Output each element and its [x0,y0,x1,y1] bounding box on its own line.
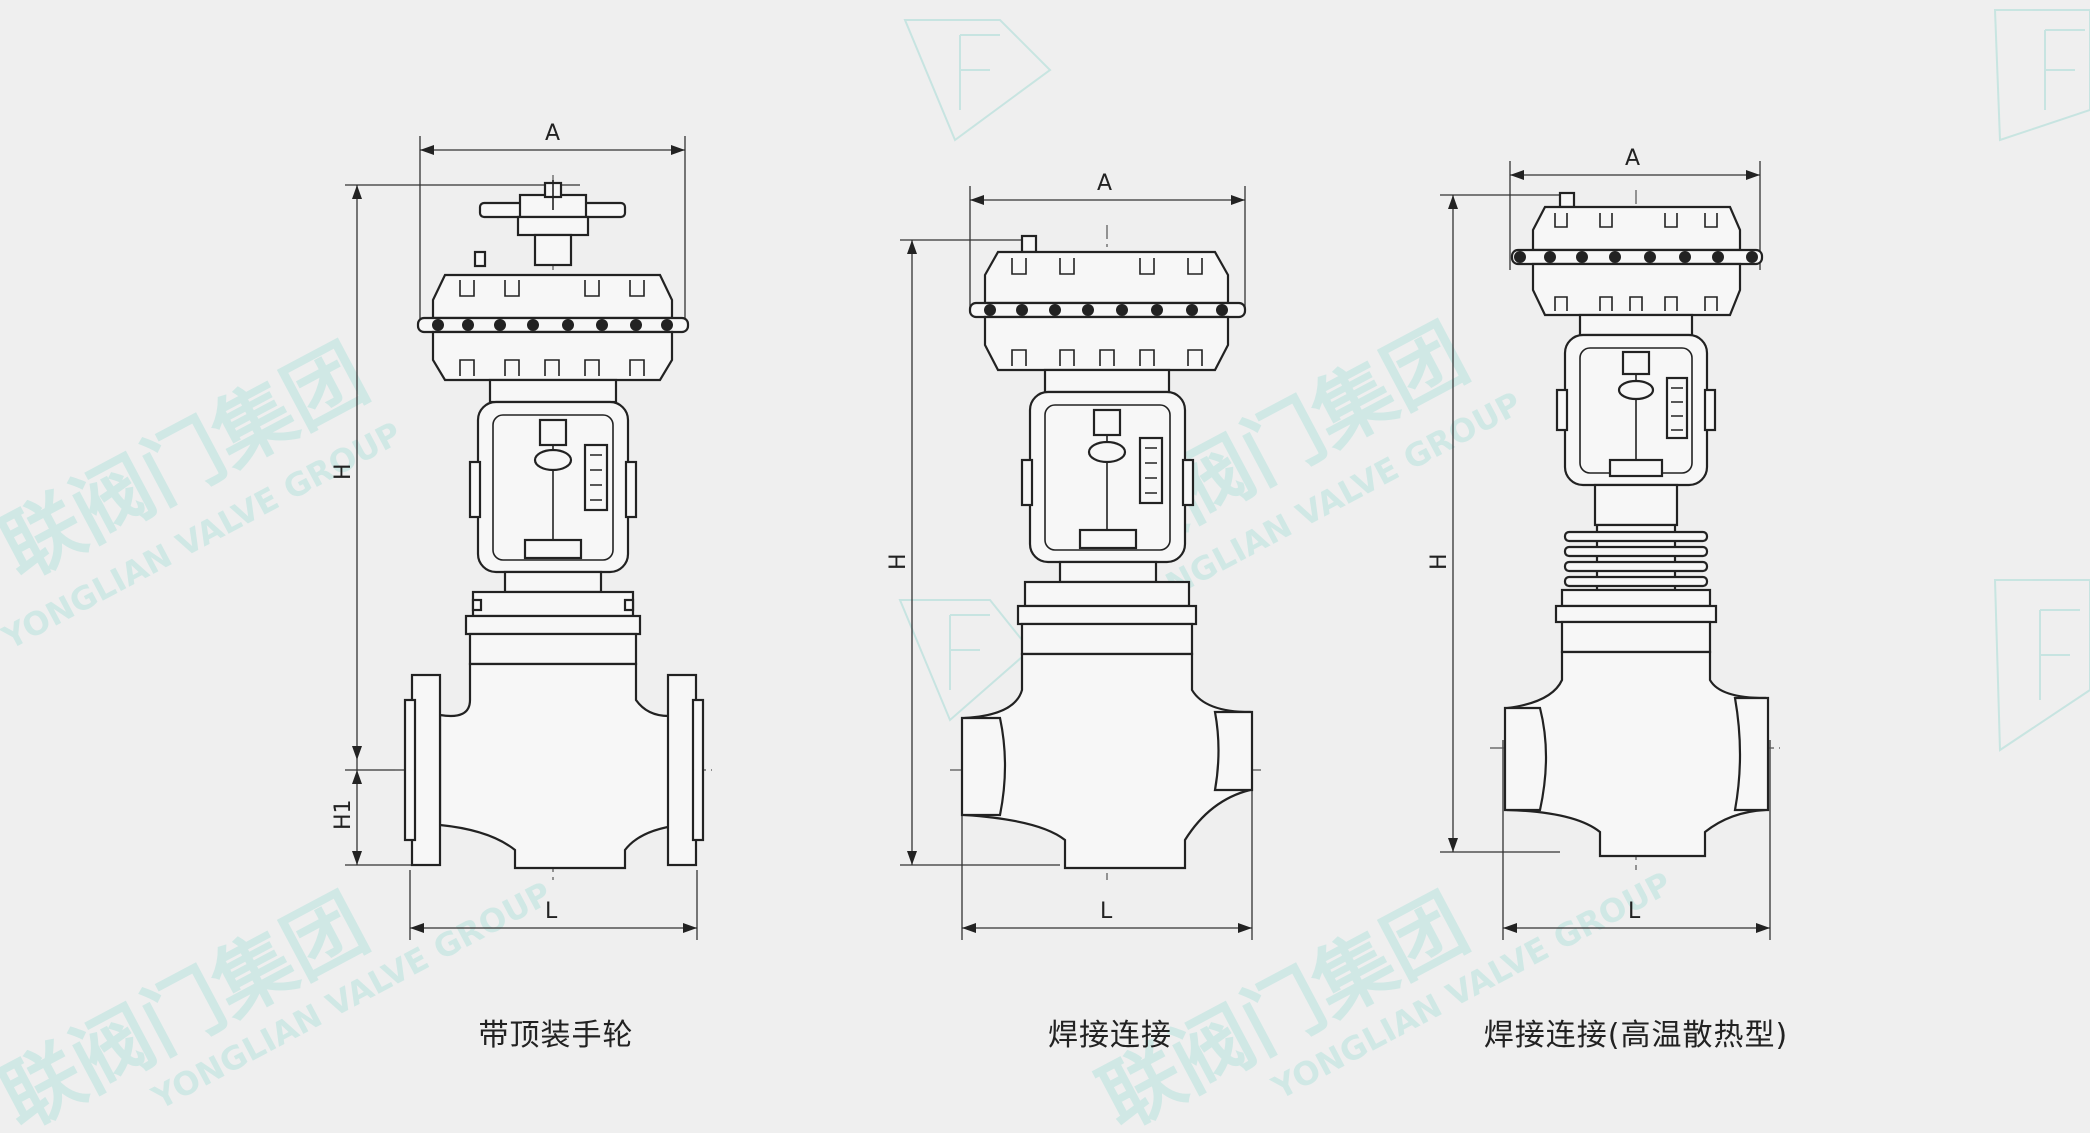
bonnet-2 [1016,580,1198,656]
caption-welded-radiator: 焊接连接(高温散热型) [1483,1018,1789,1053]
valve-body-flanged [403,662,705,870]
dimension-a-3: A [1509,146,1761,270]
caption-welded: 焊接连接 [1048,1018,1172,1053]
watermark-texts: 联阀门集团 YONGLIAN VALVE GROUP 联阀门集团 YONGLIA… [0,307,1677,1133]
diaphragm-actuator [416,250,690,404]
caption-handwheel: 带顶装手轮 [478,1018,634,1053]
watermark-logo-top [903,19,1052,142]
dimension-h-2: H [886,239,1060,866]
yoke [468,400,638,594]
handwheel [478,180,627,267]
watermark-logos [898,9,2090,752]
valve-body-welded-radiator [1503,650,1770,858]
watermark-logo-right [1993,579,2090,752]
dim-label-h: H [331,463,356,480]
radiator-fins [1563,483,1709,592]
dim-label-l-2: L [1100,899,1113,924]
dim-label-h1: H1 [331,799,356,830]
bonnet-3 [1554,588,1718,654]
diaphragm-actuator-3 [1510,191,1764,337]
dim-label-h-2: H [886,553,911,570]
dim-label-l-3: L [1628,899,1641,924]
dimension-a-2: A [969,171,1246,310]
dim-label-a-3: A [1625,146,1640,171]
watermark-logo-right-top [1993,9,2090,142]
valve-body-welded [960,652,1254,870]
watermark-logo-mid [898,599,1032,722]
valve-figure-welded: A H L [886,171,1265,940]
dimension-l: L [409,870,698,940]
valve-figure-welded-radiator: A H L [1427,146,1780,940]
dim-label-h-3: H [1427,553,1452,570]
dimension-l-3: L [1502,740,1771,940]
yoke-2 [1020,390,1195,584]
dimension-h-3: H [1427,194,1570,853]
dimension-h: H [331,184,580,866]
bonnet [464,590,642,666]
diaphragm-actuator-2 [968,234,1247,394]
dim-label-a: A [545,121,560,146]
dim-label-a-2: A [1097,171,1112,196]
dim-label-l: L [545,899,558,924]
dimension-a: A [419,121,686,320]
yoke-3 [1555,333,1717,487]
valve-figure-handwheel: A H H1 L [331,121,712,940]
